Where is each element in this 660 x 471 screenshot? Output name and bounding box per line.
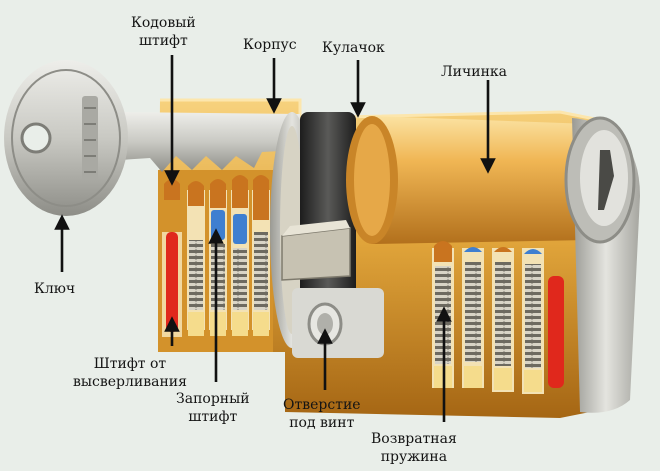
- label-screw-hole: Отверстие под винт: [283, 396, 361, 432]
- locking-pin-blue: [211, 210, 225, 240]
- label-anti-drill-pin-line1: Штифт от: [93, 356, 167, 372]
- label-anti-drill-pin: Штифт от высверливания: [73, 355, 187, 391]
- label-screw-hole-line2: под винт: [289, 415, 355, 431]
- anti-drill-pin: [166, 232, 178, 332]
- label-key: Ключ: [34, 281, 76, 297]
- plug: [346, 116, 590, 244]
- label-code-pin: Кодовый штифт: [131, 14, 196, 50]
- screw-hole-area: [292, 288, 384, 358]
- label-code-pin-line2: штифт: [138, 33, 188, 49]
- label-cam: Кулачок: [322, 40, 385, 56]
- label-locking-pin-line2: штифт: [188, 409, 238, 425]
- key-icon: [4, 60, 300, 216]
- label-housing: Корпус: [243, 37, 297, 53]
- label-larva: Личинка: [441, 64, 508, 80]
- label-code-pin-line1: Кодовый: [131, 15, 196, 31]
- label-locking-pin-line1: Запорный: [176, 391, 250, 407]
- label-screw-hole-line1: Отверстие: [283, 397, 361, 413]
- label-anti-drill-pin-line2: высверливания: [73, 374, 187, 390]
- label-return-spring-line2: пружина: [380, 449, 448, 465]
- label-return-spring-line1: Возвратная: [371, 431, 457, 447]
- label-return-spring: Возвратная пружина: [371, 430, 457, 466]
- housing-end-face: [564, 116, 640, 413]
- label-locking-pin: Запорный штифт: [176, 390, 250, 426]
- leader-arrows: [54, 55, 496, 422]
